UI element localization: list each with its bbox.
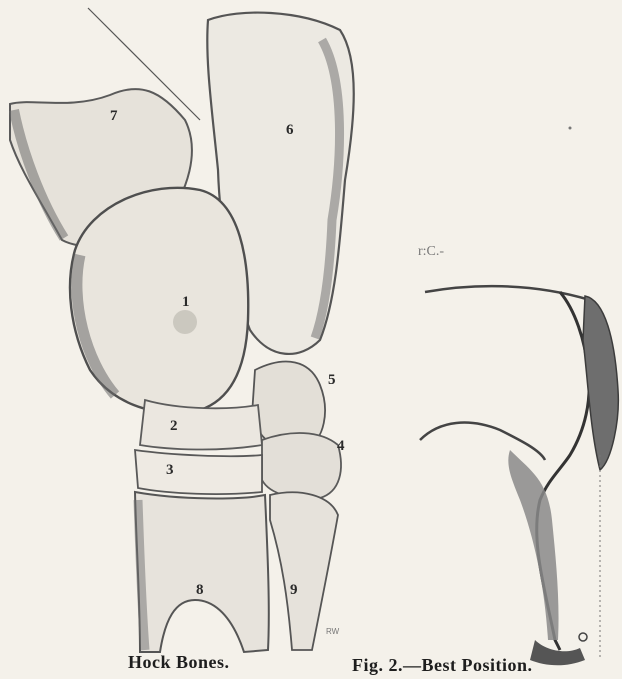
bone-label-3: 3 [166, 462, 174, 479]
bone-label-6: 6 [286, 122, 294, 139]
bone-label-1: 1 [182, 294, 190, 311]
bone-label-5: 5 [328, 372, 336, 389]
faint-scribble: r:C.- [418, 244, 444, 260]
bone-label-2: 2 [170, 418, 178, 435]
bone-label-9: 9 [290, 582, 298, 599]
bone-label-4: 4 [337, 438, 345, 455]
bone-label-8: 8 [196, 582, 204, 599]
hock-bones-caption: Hock Bones. [128, 652, 230, 673]
bone-label-7: 7 [110, 108, 118, 125]
best-position-caption: Fig. 2.—Best Position. [352, 655, 533, 676]
